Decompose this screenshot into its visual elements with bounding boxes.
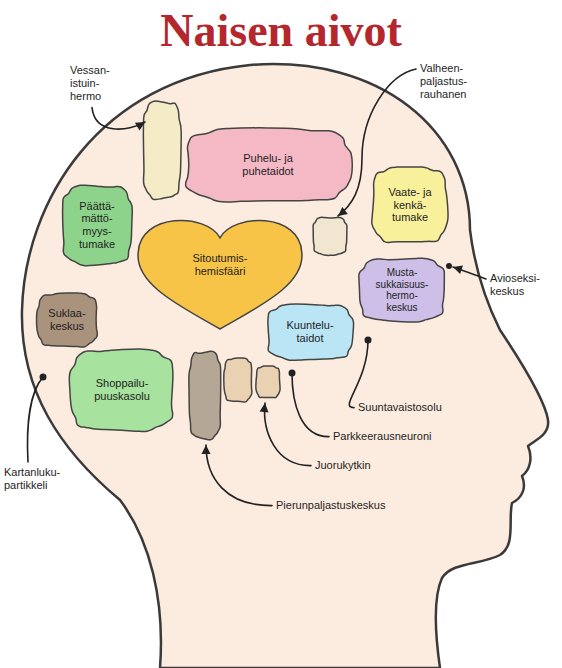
leader-line bbox=[206, 445, 272, 506]
part-label: Valheen- paljastus- rauhanen bbox=[420, 62, 478, 102]
brain-region: Kuuntelu- taidot bbox=[265, 302, 355, 362]
brain-blob bbox=[189, 351, 221, 440]
leader-dot bbox=[365, 337, 372, 344]
region-label: Vaate- ja kenkä- tumake bbox=[383, 186, 437, 224]
leader-arrowhead bbox=[202, 445, 211, 454]
leader-arrowhead bbox=[260, 403, 269, 412]
blob-outline bbox=[186, 128, 353, 202]
leader-line bbox=[292, 373, 329, 437]
brain-blob bbox=[143, 101, 181, 200]
diagram-title: Naisen aivot bbox=[160, 6, 402, 57]
leader-line bbox=[349, 340, 368, 408]
label-holder: Parkkeerausneuroni bbox=[333, 430, 431, 443]
title-holder: Naisen aivot bbox=[0, 6, 562, 57]
leader-dot bbox=[40, 374, 47, 381]
part-label: Parkkeerausneuroni bbox=[333, 430, 431, 443]
label-holder: Pierunpaljastuskeskus bbox=[276, 499, 385, 512]
leader-dot bbox=[446, 263, 452, 269]
brain-region: Musta- sukkaisuus- hermo- keskus bbox=[357, 256, 447, 324]
label-holder: Kartanluku- partikkeli bbox=[4, 466, 68, 492]
brain-blob bbox=[224, 358, 252, 402]
region-label: Päättä- mättö- myys- tumake bbox=[73, 200, 121, 251]
leader-arrowhead bbox=[453, 266, 463, 275]
part-label: Kartanluku- partikkeli bbox=[4, 466, 68, 492]
part-label: Vessan- istuin- hermo bbox=[70, 64, 118, 104]
blob-outline bbox=[36, 293, 97, 347]
head-outline bbox=[22, 64, 548, 668]
brain-region: Shoppailu- puuskasolu bbox=[68, 347, 176, 433]
label-holder: Vessan- istuin- hermo bbox=[70, 64, 118, 104]
blob-outline bbox=[359, 258, 445, 322]
leader-arrowhead bbox=[135, 122, 145, 130]
region-label: Musta- sukkaisuus- hermo- keskus bbox=[372, 267, 432, 313]
brain-region: Puhelu- ja puhetaidot bbox=[183, 126, 353, 204]
label-holder: Suuntavaistosolu bbox=[358, 401, 442, 414]
part-label: Juorukytkin bbox=[315, 459, 371, 472]
brain-region: Vaate- ja kenkä- tumake bbox=[370, 165, 450, 245]
brain-region: Päättä- mättö- myys- tumake bbox=[60, 183, 134, 267]
region-label: Shoppailu- puuskasolu bbox=[84, 377, 160, 402]
label-holder: Valheen- paljastus- rauhanen bbox=[420, 62, 478, 102]
leader-arrowhead bbox=[338, 207, 348, 216]
blob-outline bbox=[69, 349, 173, 431]
leader-line bbox=[265, 403, 311, 466]
region-label: Suklaa- keskus bbox=[46, 307, 88, 332]
part-label: Avioseksi- keskus bbox=[490, 272, 554, 298]
leader-dot bbox=[289, 370, 296, 377]
blob-outline bbox=[268, 304, 354, 360]
label-holder: Juorukytkin bbox=[315, 459, 371, 472]
brain-region: Suklaa- keskus bbox=[35, 291, 100, 349]
part-label: Pierunpaljastuskeskus bbox=[276, 499, 385, 512]
leader-line bbox=[28, 377, 43, 462]
label-holder: Avioseksi- keskus bbox=[490, 272, 554, 298]
region-label: Sitoutumis- hemisfääri bbox=[178, 252, 262, 277]
brain-blob bbox=[256, 366, 280, 398]
leader-group bbox=[28, 69, 486, 506]
region-label: Puhelu- ja puhetaidot bbox=[233, 152, 303, 177]
part-label: Suuntavaistosolu bbox=[358, 401, 442, 414]
blob-outline bbox=[63, 185, 133, 266]
blob-outline bbox=[372, 167, 448, 243]
region-label: Kuuntelu- taidot bbox=[282, 319, 338, 344]
brain-blob bbox=[313, 217, 347, 255]
